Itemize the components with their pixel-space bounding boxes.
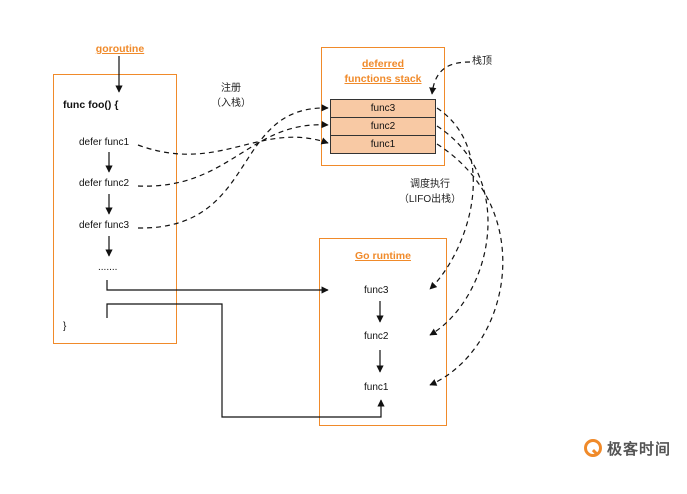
deferred-stack-title-line1: deferred <box>361 58 404 70</box>
schedule-label-line2: （LIFO出栈） <box>398 194 462 205</box>
ellipsis: ....... <box>98 262 118 273</box>
schedule-label-line1: 调度执行 <box>410 179 450 190</box>
defer-line-3: defer func3 <box>79 220 130 231</box>
defer-line-2: defer func2 <box>79 178 130 189</box>
pop-func2-arrow <box>429 125 489 336</box>
pop-func3-arrow <box>429 107 474 290</box>
push-func1-arrow <box>137 136 329 155</box>
goroutine-label: goroutine <box>95 43 145 55</box>
closing-brace: } <box>63 321 67 332</box>
go-runtime-box <box>319 238 447 426</box>
runtime-func2: func2 <box>364 331 389 342</box>
top-of-stack-arrow <box>429 61 471 95</box>
register-label-line2: （入栈） <box>211 98 251 109</box>
stack-cell-func1: func1 <box>330 135 436 154</box>
go-runtime-title: Go runtime <box>354 250 411 262</box>
foo-signature: func foo() { <box>63 99 119 111</box>
push-func3-arrow <box>137 104 329 229</box>
defer-line-1: defer func1 <box>79 137 130 148</box>
register-label-line1: 注册 <box>221 83 241 94</box>
runtime-func1: func1 <box>364 382 389 393</box>
foo-function-box <box>53 74 177 344</box>
deferred-stack-title-line2: functions stack <box>344 73 422 85</box>
runtime-func3: func3 <box>364 285 389 296</box>
geektime-logo-text: 极客时间 <box>607 440 672 458</box>
top-of-stack-label: 栈顶 <box>472 56 492 67</box>
push-func2-arrow <box>137 120 329 187</box>
geektime-logo: 极客时间 <box>583 436 671 460</box>
pop-func1-arrow <box>429 143 504 386</box>
geektime-logo-icon <box>584 439 602 457</box>
runtime-back-to-foo-arrow <box>106 303 385 418</box>
return-to-runtime-arrow <box>106 280 329 294</box>
